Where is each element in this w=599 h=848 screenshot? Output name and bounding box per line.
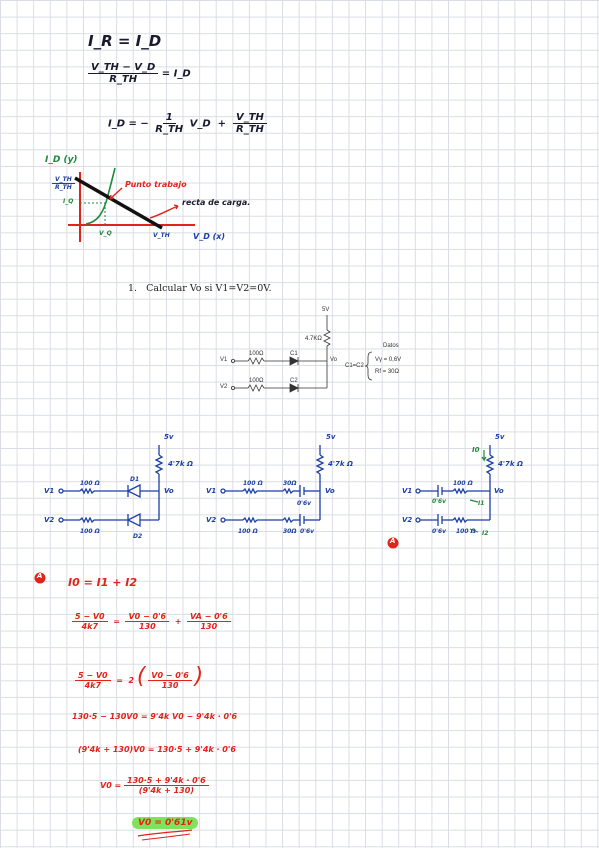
eq3-t2-den: R_TH xyxy=(236,124,264,135)
c1-v1: V1 xyxy=(44,487,55,495)
c3-rin2: 100 Ω xyxy=(456,528,476,535)
problem-text: Calcular Vo si V1=V2=0V. xyxy=(146,283,272,294)
c2-vo: Vo xyxy=(325,487,335,495)
sol-result: V0 = 0'61v xyxy=(132,817,199,829)
c2-rf2: 30Ω xyxy=(283,528,297,535)
c1-d1: D1 xyxy=(130,476,140,483)
problem-r1: 100Ω xyxy=(249,351,264,357)
graph-y-label: I_D (y) xyxy=(45,155,78,165)
sol-l2-a-num: 5 − V0 xyxy=(72,612,108,622)
c1-v2: V2 xyxy=(44,516,55,524)
graph-vth-label: V_TH xyxy=(153,232,170,239)
sol-l3-coef: 2 xyxy=(128,676,135,685)
c2-rtop: 4'7k Ω xyxy=(328,460,353,468)
sol-l6-num: 130·5 + 9'4k · 0'6 xyxy=(124,776,209,786)
eq3-t1-den: R_TH xyxy=(155,124,184,135)
c1-supply: 5v xyxy=(164,433,174,441)
problem-v2: V2 xyxy=(220,384,228,390)
eq3-t2-num: V_TH xyxy=(232,112,267,124)
sol-l3-a-num: 5 − V0 xyxy=(75,671,111,681)
sol-l6-lhs: V0 = xyxy=(100,781,122,790)
datos-rf: Rf = 30Ω xyxy=(375,369,399,375)
datos-title: Datos xyxy=(383,343,399,349)
sol-line1: I0 = I1 + I2 xyxy=(68,576,137,589)
c1-rtop: 4'7k Ω xyxy=(168,460,193,468)
problem-number: 1. xyxy=(128,283,138,294)
c1-rin1: 100 Ω xyxy=(80,480,100,487)
graph-y-intercept-den: R_TH xyxy=(55,184,72,191)
c3-vg1: 0'6v xyxy=(432,498,447,505)
sol-l2-a-den: 4k7 xyxy=(81,622,99,631)
c3-badge: A xyxy=(390,537,396,545)
c3-rin1: 100 Ω xyxy=(453,480,473,487)
problem-statement: 1. Calcular Vo si V1=V2=0V. xyxy=(128,283,271,294)
c2-supply: 5v xyxy=(326,433,336,441)
sol-l6-den: (9'4k + 130) xyxy=(138,786,194,795)
c3-supply: 5v xyxy=(495,433,505,441)
sol-l2-b-num: V0 − 0'6 xyxy=(125,612,170,622)
sol-line6: V0 = 130·5 + 9'4k · 0'6(9'4k + 130) xyxy=(100,776,209,795)
sol-l2-c-num: VA − 0'6 xyxy=(186,612,231,622)
sol-result-highlight: V0 = 0'61v xyxy=(132,817,199,829)
c3-i2: I2 xyxy=(482,530,489,537)
graph-punto-trabajo: Punto trabajo xyxy=(125,180,187,189)
problem-c2: C2 xyxy=(290,378,298,384)
sol-l3-b-num: V0 − 0'6 xyxy=(148,671,192,681)
c2-vg1: 0'6v xyxy=(297,500,312,507)
sol-l2-c-den: 130 xyxy=(200,622,218,631)
sol-line5: (9'4k + 130)V0 = 130·5 + 9'4k · 0'6 xyxy=(78,745,236,754)
graph-iq-label: I_Q xyxy=(63,198,74,205)
c2-vg2: 0'6v xyxy=(300,528,315,535)
eq2-denominator: R_TH xyxy=(109,74,138,85)
c1-d2: D2 xyxy=(133,533,143,540)
c3-i1: I1 xyxy=(478,500,485,507)
eq3-t1-var: V_D xyxy=(189,118,211,130)
c3-v1: V1 xyxy=(402,487,413,495)
c2-v1: V1 xyxy=(206,487,217,495)
eq3-t1-num: 1 xyxy=(162,112,176,124)
graph-recta-carga: recta de carga. xyxy=(182,198,251,207)
problem-v1: V1 xyxy=(220,357,228,363)
problem-c1: C1 xyxy=(290,351,298,357)
graph-y-intercept-num: V_TH xyxy=(52,176,75,184)
eq2-numerator: V_TH − V_D xyxy=(88,62,159,74)
sol-l3-b-den: 130 xyxy=(161,681,179,690)
c3-i0: I0 xyxy=(472,446,480,454)
c2-v2: V2 xyxy=(206,516,217,524)
graph-vq-label: V_Q xyxy=(99,230,112,237)
c3-vg2: 0'6v xyxy=(432,528,447,535)
c1-rin2: 100 Ω xyxy=(80,528,100,535)
c2-rin1: 100 Ω xyxy=(243,480,263,487)
c3-v2: V2 xyxy=(402,516,413,524)
eq3-lhs: I_D = xyxy=(108,118,137,130)
c3-rtop: 4'7k Ω xyxy=(498,460,523,468)
sol-line4: 130·5 − 130V0 = 9'4k V0 − 9'4k · 0'6 xyxy=(72,712,238,721)
c2-rf1: 30Ω xyxy=(283,480,297,487)
c1-vo: Vo xyxy=(164,487,174,495)
solution-badge: A xyxy=(37,572,43,580)
datos-c: C1=C2 xyxy=(345,363,364,369)
problem-supply: 5V xyxy=(322,307,330,313)
problem-vo: Vo xyxy=(330,357,338,363)
c3-vo: Vo xyxy=(494,487,504,495)
sol-l2-b-den: 130 xyxy=(138,622,156,631)
problem-r2: 100Ω xyxy=(249,378,264,384)
problem-pullup: 4.7KΩ xyxy=(305,336,322,342)
c2-rin2: 100 Ω xyxy=(238,528,258,535)
eq2-rhs: = I_D xyxy=(161,68,191,80)
eq-ir-equals-id: I_R = I_D xyxy=(88,32,162,50)
graph-x-label: V_D (x) xyxy=(193,232,226,241)
datos-vgamma: Vγ = 0,6V xyxy=(375,357,402,363)
sol-l3-a-den: 4k7 xyxy=(84,681,102,690)
